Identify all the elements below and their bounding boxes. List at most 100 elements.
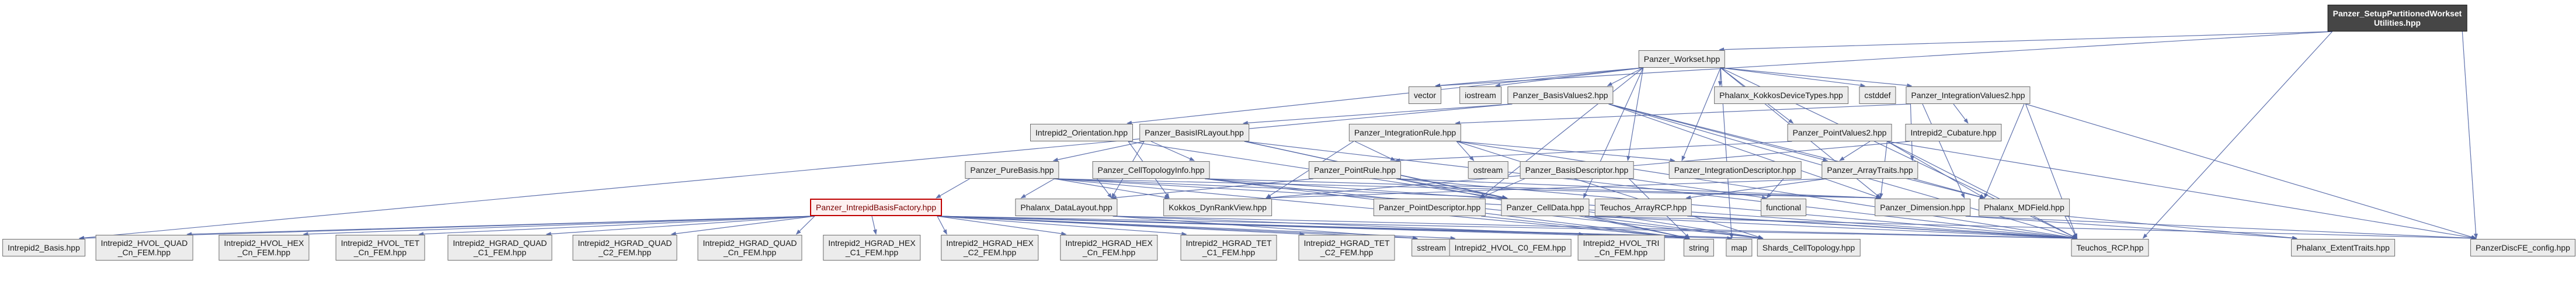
graph-node-arraytraits[interactable]: Panzer_ArrayTraits.hpp <box>1821 161 1918 179</box>
include-edge-workset-to-cstddef <box>1720 67 1866 88</box>
graph-node-hvol_quad[interactable]: Intrepid2_HVOL_QUAD _Cn_FEM.hpp <box>95 235 193 261</box>
include-edge-mdfield-to-teuchosrcp <box>2064 216 2078 239</box>
graph-node-basisvalues2[interactable]: Panzer_BasisValues2.hpp <box>1507 86 1614 104</box>
include-edge-workset-to-integrationvalues2 <box>1720 67 1913 88</box>
include-edge-basisfactory-to-hgrad_quad_c2 <box>670 216 815 236</box>
graph-node-orientation[interactable]: Intrepid2_Orientation.hpp <box>1030 124 1133 141</box>
graph-node-hgrad_quad_cn[interactable]: Intrepid2_HGRAD_QUAD _Cn_FEM.hpp <box>697 235 802 261</box>
include-edge-basisdescriptor-to-functional <box>1629 178 1768 200</box>
graph-node-hvol_hex[interactable]: Intrepid2_HVOL_HEX _Cn_FEM.hpp <box>218 235 310 261</box>
include-edge-integrationdescriptor-to-functional <box>1766 178 1784 199</box>
include-edge-arraytraits-to-mdfield <box>1913 178 1986 199</box>
graph-node-integrationrule[interactable]: Panzer_IntegrationRule.hpp <box>1348 124 1462 141</box>
graph-node-pointvalues2[interactable]: Panzer_PointValues2.hpp <box>1787 124 1892 141</box>
graph-node-teuchosrcp[interactable]: Teuchos_RCP.hpp <box>2071 239 2149 256</box>
graph-node-functional: functional <box>1761 199 1806 216</box>
include-edge-basisfactory-to-hgrad_tet_c1 <box>937 216 1187 236</box>
include-edge-setup-to-config <box>2462 31 2478 239</box>
include-edge-dimension-to-config <box>1965 216 2477 241</box>
include-edge-pointvalues2-to-config <box>1887 141 2477 240</box>
graph-node-dynrankview[interactable]: Kokkos_DynRankView.hpp <box>1163 199 1272 216</box>
graph-node-hgrad_hex_c1[interactable]: Intrepid2_HGRAD_HEX _C1_FEM.hpp <box>823 235 921 261</box>
include-edge-pointvalues2-to-pointrule <box>1395 141 1792 163</box>
graph-node-iostream: iostream <box>1459 86 1501 104</box>
include-edge-workset-to-iostream <box>1494 67 1643 88</box>
include-edge-basisfactory-to-hgrad_quad_c1 <box>545 216 815 236</box>
graph-node-cubature[interactable]: Intrepid2_Cubature.hpp <box>1905 124 2002 141</box>
graph-node-hgrad_hex_c2[interactable]: Intrepid2_HGRAD_HEX _C2_FEM.hpp <box>941 235 1039 261</box>
graph-node-integrationvalues2[interactable]: Panzer_IntegrationValues2.hpp <box>1906 86 2031 104</box>
include-edge-dimension-to-extenttraits <box>1965 216 2298 240</box>
graph-node-workset[interactable]: Panzer_Workset.hpp <box>1638 50 1726 68</box>
graph-node-ostream: ostream <box>1468 161 1508 179</box>
graph-node-pointdescriptor[interactable]: Panzer_PointDescriptor.hpp <box>1373 199 1486 216</box>
include-edge-basisvalues2-to-basisirlayout <box>1242 103 1513 125</box>
include-edge-pointvalues2-to-teuchosrcp <box>1887 141 2078 239</box>
include-edge-integrationvalues2-to-cubature <box>1953 103 1969 124</box>
include-edge-basisfactory-to-hgrad_tet_c2 <box>937 216 1305 237</box>
include-edge-pointrule-to-celldata <box>1396 178 1508 200</box>
include-edge-integrationvalues2-to-dimension <box>1922 103 1965 199</box>
graph-node-vector: vector <box>1408 86 1442 104</box>
graph-node-sstream: sstream <box>1412 239 1451 256</box>
graph-node-basisirlayout[interactable]: Panzer_BasisIRLayout.hpp <box>1139 124 1249 141</box>
include-edge-purebasis-to-dynrankview <box>1054 178 1170 200</box>
graph-node-config[interactable]: PanzerDiscFE_config.hpp <box>2470 239 2575 256</box>
include-edge-celldata-to-config <box>1584 216 2477 241</box>
graph-node-dimension[interactable]: Panzer_Dimension.hpp <box>1875 199 1970 216</box>
graph-node-hgrad_tet_c1[interactable]: Intrepid2_HGRAD_TET _C1_FEM.hpp <box>1180 235 1277 261</box>
include-edge-purebasis-to-datalayout <box>1020 178 1055 199</box>
include-edge-setup-to-vector <box>1435 31 2332 88</box>
include-edge-purebasis-to-dimension <box>1054 178 1882 200</box>
include-edge-arraytraits-to-dynrankview <box>1265 178 1827 200</box>
include-edge-basisfactory-to-hvol_tri <box>937 216 1584 237</box>
include-edge-basisvalues2-to-dimension <box>1608 103 1882 199</box>
graph-node-hgrad_tet_c2[interactable]: Intrepid2_HGRAD_TET _C2_FEM.hpp <box>1298 235 1395 261</box>
graph-node-pointrule[interactable]: Panzer_PointRule.hpp <box>1308 161 1402 179</box>
include-edge-integrationvalues2-to-config <box>2025 103 2477 240</box>
include-edge-basisvalues2-to-mdfield <box>1608 103 1986 199</box>
graph-node-integrationdescriptor[interactable]: Panzer_IntegrationDescriptor.hpp <box>1668 161 1802 179</box>
graph-node-hvol_tet[interactable]: Intrepid2_HVOL_TET _Cn_FEM.hpp <box>335 235 425 261</box>
include-edge-integrationrule-to-pointrule <box>1354 141 1396 161</box>
graph-node-hvol_c0[interactable]: Intrepid2_HVOL_C0_FEM.hpp <box>1449 239 1572 256</box>
graph-node-hvol_tri[interactable]: Intrepid2_HVOL_TRI _Cn_FEM.hpp <box>1577 235 1665 261</box>
include-edge-mdfield-to-extenttraits <box>2064 216 2298 240</box>
include-edge-pointrule-to-dimension <box>1396 178 1882 200</box>
include-edge-purebasis-to-basisfactory <box>936 178 970 199</box>
graph-node-extenttraits[interactable]: Phalanx_ExtentTraits.hpp <box>2291 239 2395 256</box>
include-edge-basisfactory-to-hgrad_hex_cn <box>937 216 1067 236</box>
include-edge-purebasis-to-string <box>1054 178 1690 240</box>
graph-node-celltopologyinfo[interactable]: Panzer_CellTopologyInfo.hpp <box>1092 161 1210 179</box>
graph-node-arrayrcp[interactable]: Teuchos_ArrayRCP.hpp <box>1594 199 1692 216</box>
include-edge-orientation-to-shards <box>1128 141 1764 240</box>
include-edge-pointrule-to-teuchosrcp <box>1396 178 2078 240</box>
include-edge-basisirlayout-to-purebasis <box>1052 141 1145 162</box>
graph-node-kokkosdevicetypes[interactable]: Phalanx_KokkosDeviceTypes.hpp <box>1714 86 1848 104</box>
include-edge-integrationvalues2-to-integrationrule <box>1455 103 1911 126</box>
include-edge-setup-to-workset <box>1719 31 2332 52</box>
include-edge-integrationrule-to-shards <box>1456 141 1764 239</box>
graph-node-basisdescriptor[interactable]: Panzer_BasisDescriptor.hpp <box>1520 161 1634 179</box>
include-edge-workset-to-vector <box>1435 67 1643 88</box>
include-edge-basisfactory-to-hvol_hex <box>303 216 815 237</box>
graph-node-basisfactory[interactable]: Panzer_IntrepidBasisFactory.hpp <box>810 199 942 216</box>
graph-node-hgrad_hex_cn[interactable]: Intrepid2_HGRAD_HEX _Cn_FEM.hpp <box>1060 235 1158 261</box>
include-edge-purebasis-to-celldata <box>1054 178 1508 200</box>
graph-node-celldata[interactable]: Panzer_CellData.hpp <box>1501 199 1590 216</box>
graph-node-datalayout[interactable]: Phalanx_DataLayout.hpp <box>1015 199 1118 216</box>
graph-node-purebasis[interactable]: Panzer_PureBasis.hpp <box>965 161 1059 179</box>
graph-node-map: map <box>1726 239 1753 256</box>
include-edge-integrationrule-to-teuchosrcp <box>1456 141 2078 240</box>
include-edge-integrationvalues2-to-mdfield <box>1984 103 2025 199</box>
graph-node-mdfield[interactable]: Phalanx_MDField.hpp <box>1979 199 2070 216</box>
include-edge-arraytraits-to-arrayrcp <box>1685 178 1827 200</box>
include-edge-basisirlayout-to-string <box>1244 141 1690 240</box>
graph-node-intrepid2basis[interactable]: Intrepid2_Basis.hpp <box>2 239 85 256</box>
graph-node-hgrad_quad_c2[interactable]: Intrepid2_HGRAD_QUAD _C2_FEM.hpp <box>572 235 677 261</box>
graph-node-hgrad_quad_c1[interactable]: Intrepid2_HGRAD_QUAD _C1_FEM.hpp <box>447 235 552 261</box>
graph-node-shards[interactable]: Shards_CellTopology.hpp <box>1757 239 1861 256</box>
include-edge-celltopologyinfo-to-datalayout <box>1097 178 1113 199</box>
graph-node-setup[interactable]: Panzer_SetupPartitionedWorkset Utilities… <box>2327 5 2467 32</box>
include-edge-integrationrule-to-ostream <box>1456 141 1475 161</box>
